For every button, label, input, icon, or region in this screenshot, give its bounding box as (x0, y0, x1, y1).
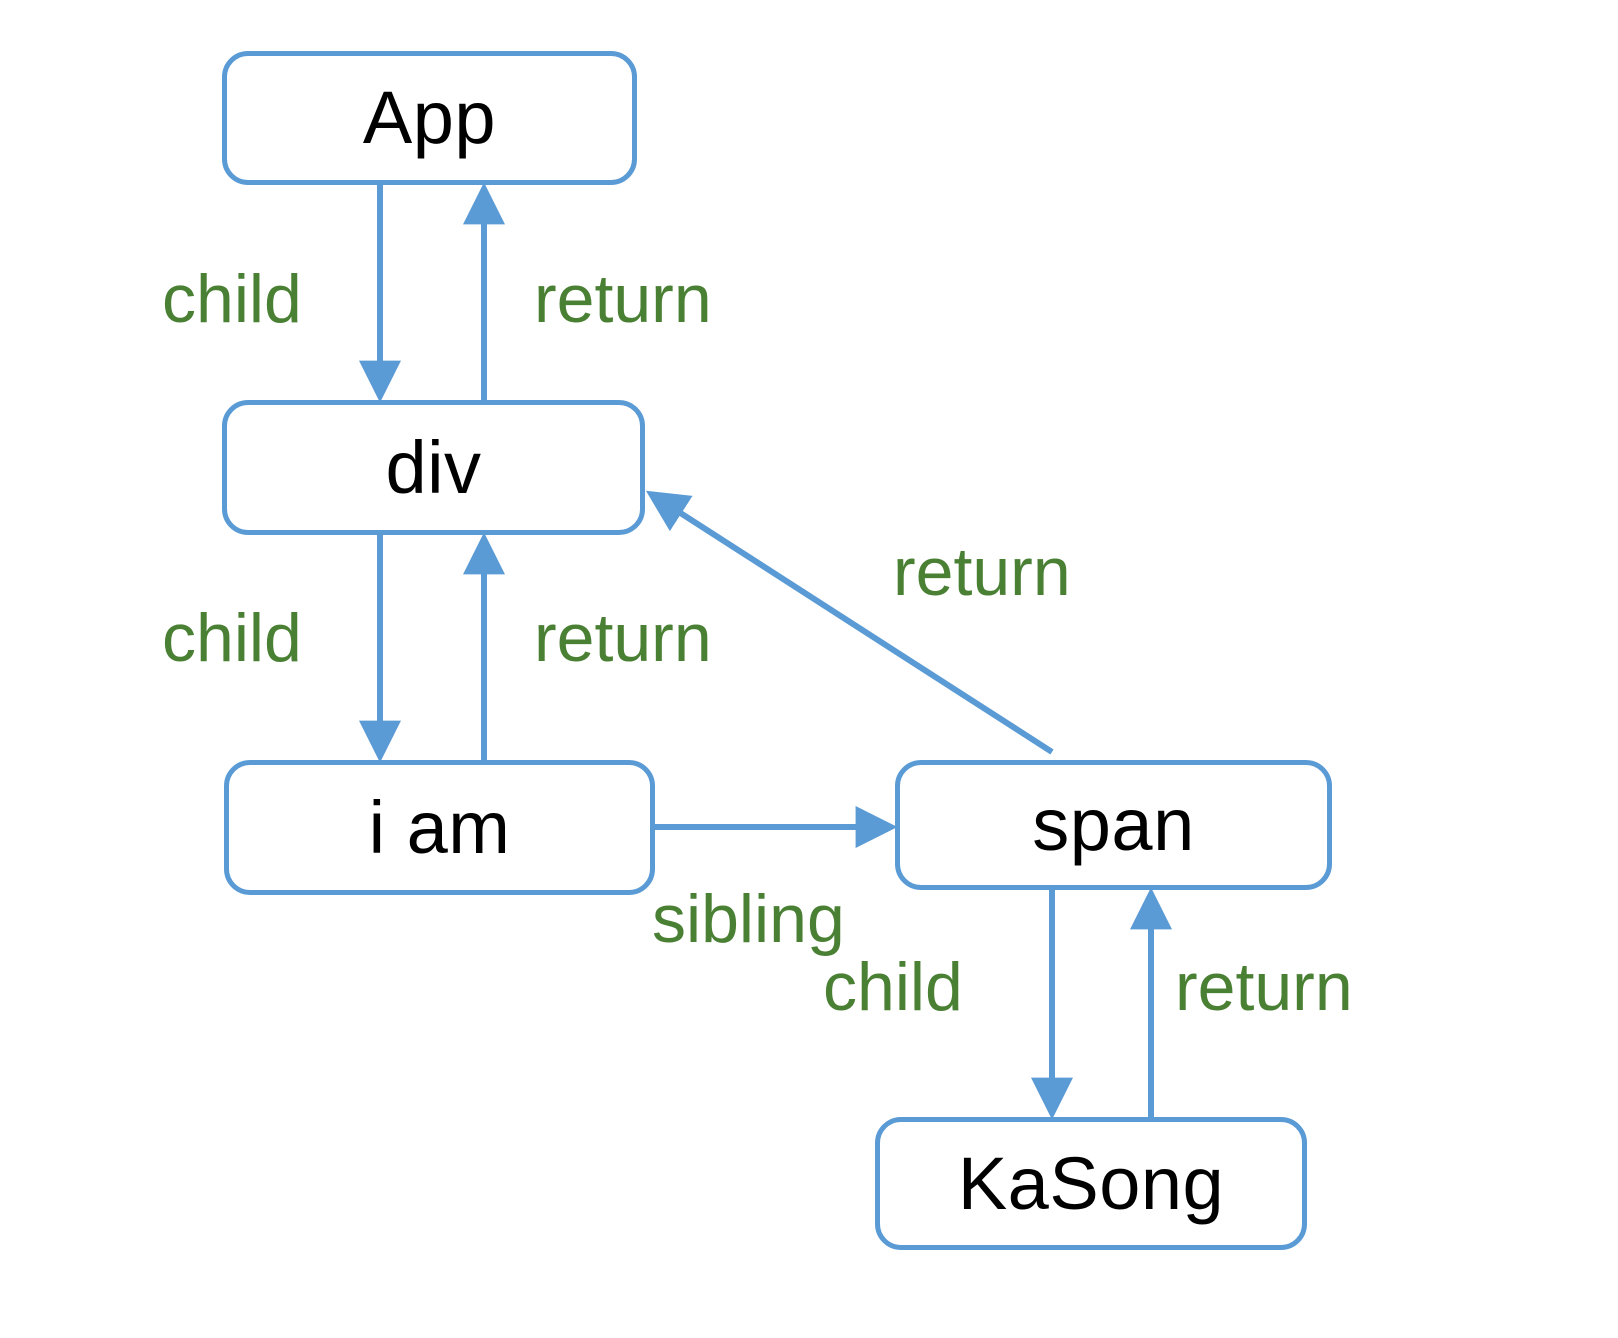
node-i-am[interactable]: i am (224, 760, 655, 895)
edge-label-child-span-kasong: child (823, 949, 963, 1025)
edge-label-child-app-div: child (162, 261, 302, 337)
edge-label-child-div-iam: child (162, 600, 302, 676)
node-app-label: App (362, 76, 497, 159)
node-app[interactable]: App (222, 51, 637, 185)
node-span-label: span (1032, 783, 1195, 866)
node-div[interactable]: div (222, 400, 645, 535)
edge-label-return-div-app: return (534, 261, 712, 337)
edge-label-return-kasong-span: return (1175, 949, 1353, 1025)
edge-label-return-iam-div: return (534, 600, 712, 676)
node-span[interactable]: span (895, 760, 1332, 890)
node-i-am-label: i am (368, 785, 511, 869)
node-kasong-label: KaSong (957, 1141, 1225, 1225)
node-div-label: div (385, 425, 482, 509)
node-kasong[interactable]: KaSong (875, 1117, 1307, 1250)
edge-label-return-span-div: return (893, 534, 1071, 610)
edge-label-sibling-iam-span: sibling (652, 881, 845, 957)
